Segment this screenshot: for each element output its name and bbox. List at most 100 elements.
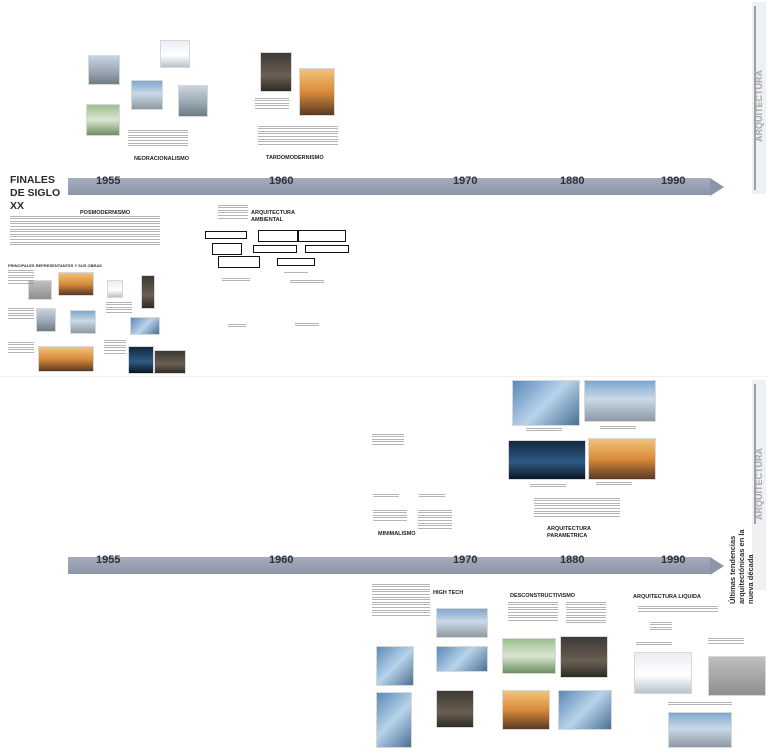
movement-neoracionalismo: NEORACIONALISMO: [134, 156, 189, 162]
parametrica-notes: [534, 496, 620, 518]
photo-building: [436, 608, 488, 638]
photo-building: [131, 80, 163, 110]
ambiental-notes: [295, 321, 319, 328]
minimalismo-notes: [419, 492, 445, 499]
movement-arquitectura-ambiental: ARQUITECTURA AMBIENTAL: [251, 210, 295, 223]
timeline-year: 1960: [269, 554, 294, 566]
sidebar-ornament: [754, 384, 766, 524]
photo-building: [107, 280, 123, 298]
photo-building: [708, 656, 766, 696]
tardomodernismo-notes: [255, 96, 289, 111]
photo-building: [86, 104, 120, 136]
timeline-arrow: [68, 557, 710, 574]
sidebar-bottom: ARQUITECTURA: [752, 380, 766, 590]
photo-building: [141, 275, 155, 309]
photo-building: [36, 308, 56, 332]
photo-building: [70, 310, 96, 334]
concept-box: [277, 258, 315, 266]
movement-arquitectura-parametrica: ARQUITECTURA PARAMETRICA: [547, 526, 591, 539]
photo-building: [588, 438, 656, 480]
concept-box: [305, 245, 349, 253]
photo-building: [502, 690, 550, 730]
minimalismo-notes: [372, 432, 404, 447]
representative-notes: [104, 338, 126, 355]
timeline-arrow: [68, 178, 710, 195]
photo-building: [260, 52, 292, 92]
timeline-year: 1970: [453, 554, 478, 566]
movement-posmodernismo: POSMODERNISMO: [80, 210, 131, 216]
timeline-arrowhead: [710, 178, 724, 196]
concept-box: [205, 231, 247, 239]
neoracionalismo-notes: [128, 128, 188, 148]
ambiental-notes: [218, 203, 248, 220]
photo-building: [154, 350, 186, 374]
movement-desconstructivismo: DESCONSTRUCTIVISMO: [510, 593, 576, 599]
sidebar-logo-text: ARQUITECTURA: [754, 70, 764, 142]
movement-arquitectura-liquida: ARQUITECTURA LIQUIDA: [633, 594, 701, 600]
movement-minimalismo: MINIMALISMO: [378, 531, 416, 537]
photo-building: [508, 440, 586, 480]
photo-building: [160, 40, 190, 68]
ambiental-notes: [222, 276, 250, 283]
desconstructivismo-notes: [566, 600, 606, 625]
liquida-notes: [638, 604, 718, 613]
tardomodernismo-list: [258, 124, 338, 146]
photo-building: [38, 346, 94, 372]
timeline-start-label: FINALES DE SIGLO XX: [10, 174, 61, 212]
representative-notes: [8, 340, 34, 355]
representative-notes: [8, 268, 34, 285]
photo-building: [376, 646, 414, 686]
representative-notes: [8, 306, 34, 321]
photo-building: [584, 380, 656, 422]
concept-box: [253, 245, 297, 253]
concept-box: [258, 230, 298, 242]
movement-high-tech: HIGH TECH: [433, 590, 464, 596]
movement-tardomodernismo: TARDOMODERNISMO: [266, 155, 324, 161]
panel-divider: [0, 376, 768, 377]
timeline-year: 1880: [560, 175, 585, 187]
minimalismo-notes: [373, 492, 399, 499]
ambiental-notes: [284, 270, 308, 274]
timeline-year: 1955: [96, 554, 121, 566]
liquida-notes: [668, 700, 732, 707]
photo-building: [558, 690, 612, 730]
high-tech-notes: [372, 582, 430, 617]
photo-building: [130, 317, 160, 335]
posmodernismo-notes: [10, 214, 160, 247]
photo-building: [299, 68, 335, 116]
liquida-notes: [708, 636, 744, 645]
timeline-year: 1960: [269, 175, 294, 187]
concept-box: [212, 243, 242, 255]
sidebar-logo-text: ARQUITECTURA: [754, 448, 764, 520]
liquida-notes: [636, 640, 672, 647]
photo-building: [28, 280, 52, 300]
photo-building: [376, 692, 412, 748]
photo-building: [512, 380, 580, 426]
parametrica-caption: [530, 482, 566, 489]
photo-building: [58, 272, 94, 296]
timeline-year: 1990: [661, 175, 686, 187]
concept-box: [298, 230, 346, 242]
sidebar-top: ARQUITECTURA: [752, 2, 766, 194]
sidebar-ornament: [754, 6, 766, 190]
photo-building: [436, 690, 474, 728]
desconstructivismo-notes: [508, 600, 558, 622]
ambiental-notes: [290, 278, 324, 285]
sidebar-caption: Últimas tendencias arquitectónicas en la…: [728, 529, 755, 604]
photo-building: [560, 636, 608, 678]
timeline-year: 1880: [560, 554, 585, 566]
photo-building: [178, 85, 208, 117]
photo-building: [88, 55, 120, 85]
liquida-notes: [650, 620, 672, 632]
representative-notes: [106, 300, 132, 315]
minimalismo-notes: [418, 508, 452, 530]
photo-building: [668, 712, 732, 748]
posmodernismo-subtitle: PRINCIPALES REPRESENTANTES Y SUS OBRAS: [8, 263, 102, 268]
minimalismo-notes: [373, 508, 407, 523]
timeline-arrowhead: [710, 557, 724, 575]
photo-building: [634, 652, 692, 694]
photo-building: [436, 646, 488, 672]
timeline-year: 1990: [661, 554, 686, 566]
parametrica-caption: [600, 424, 636, 431]
photo-building: [502, 638, 556, 674]
